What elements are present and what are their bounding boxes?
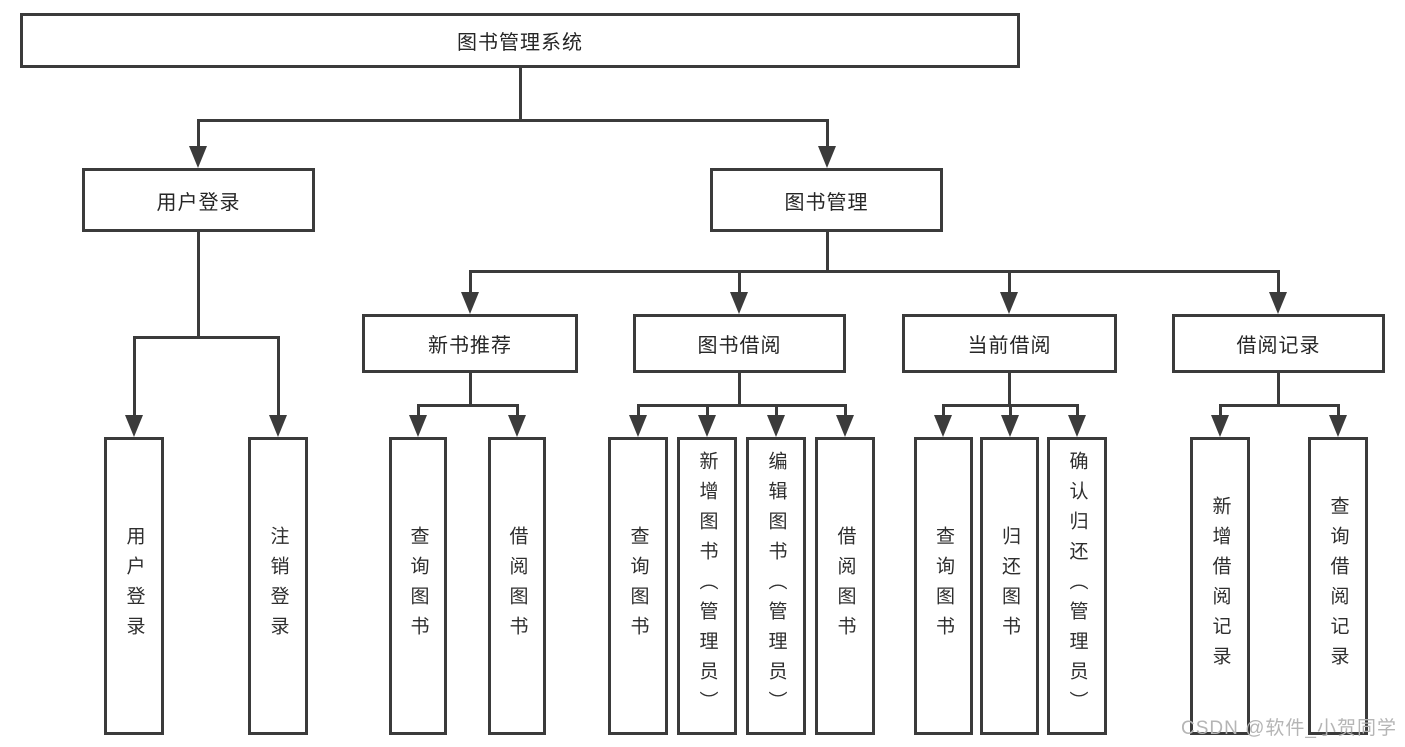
- leaf-borrow-borrow-books-label: 借阅图书: [834, 526, 856, 646]
- arrow-down-icon-current-borrowing: [1000, 292, 1018, 314]
- leaf-borrow-borrow-books: 借阅图书: [815, 437, 875, 735]
- arrow-down-icon-cb-return: [1001, 415, 1019, 437]
- connector-current-borrow-trunk: [1008, 373, 1011, 406]
- arrow-down-icon-bb-add: [698, 415, 716, 437]
- connector-book-management-trunk: [826, 232, 829, 273]
- arrow-down-icon-bb-edit: [767, 415, 785, 437]
- leaf-newbook-borrow-books: 借阅图书: [488, 437, 546, 735]
- leaf-add-books-admin-label: 新增图书（管理员）: [696, 451, 718, 721]
- leaf-newbook-query-books: 查询图书: [389, 437, 447, 735]
- connector-stem-cb-return: [1009, 404, 1012, 417]
- connector-stem-bb-borrow: [844, 404, 847, 417]
- connector-stem-bb-query: [637, 404, 640, 417]
- leaf-return-books-label: 归还图书: [999, 526, 1020, 646]
- connector-new-book-trunk: [469, 373, 472, 406]
- leaf-add-borrow-record-label: 新增借阅记录: [1209, 496, 1231, 676]
- arrow-down-icon-bb-borrow: [836, 415, 854, 437]
- leaf-query-borrow-record-label: 查询借阅记录: [1327, 496, 1349, 676]
- leaf-user-login: 用户登录: [104, 437, 164, 735]
- connector-user-login-crossbar: [133, 336, 279, 339]
- leaf-borrow-query-books: 查询图书: [608, 437, 668, 735]
- leaf-add-borrow-record: 新增借阅记录: [1190, 437, 1250, 735]
- arrow-down-icon-leaf-user-login: [125, 415, 143, 437]
- arrow-down-icon-new-book-recommend: [461, 292, 479, 314]
- arrow-down-icon-user-login: [189, 146, 207, 168]
- leaf-logout: 注销登录: [248, 437, 308, 735]
- arrow-down-icon-bb-query: [629, 415, 647, 437]
- connector-borrow-records-trunk: [1277, 373, 1280, 406]
- node-current-borrowing-label: 当前借阅: [967, 335, 1052, 357]
- node-new-book-recommend: 新书推荐: [362, 314, 578, 373]
- arrow-down-icon-borrowing-records: [1269, 292, 1287, 314]
- leaf-borrow-query-books-label: 查询图书: [627, 526, 649, 646]
- node-new-book-recommend-label: 新书推荐: [428, 335, 512, 357]
- connector-stem-br-add: [1219, 404, 1222, 417]
- node-current-borrowing: 当前借阅: [902, 314, 1117, 373]
- arrow-down-icon-newbook-query: [409, 415, 427, 437]
- node-book-borrowing: 图书借阅: [633, 314, 846, 373]
- connector-book-borrow-trunk: [738, 373, 741, 406]
- connector-stem-br-query: [1337, 404, 1340, 417]
- leaf-user-login-label: 用户登录: [123, 526, 145, 646]
- connector-stem-book-borrowing: [738, 270, 741, 293]
- connector-root-trunk: [519, 68, 522, 121]
- node-user-login-label: 用户登录: [156, 191, 241, 214]
- node-borrowing-records-label: 借阅记录: [1236, 335, 1321, 357]
- node-user-login: 用户登录: [82, 168, 315, 232]
- arrow-down-icon-br-query: [1329, 415, 1347, 437]
- connector-stem-book-management: [826, 119, 829, 147]
- leaf-current-query-books-label: 查询图书: [933, 526, 954, 646]
- connector-stem-bb-edit: [775, 404, 778, 417]
- connector-stem-newbook-borrow: [516, 404, 519, 417]
- connector-stem-new-book-recommend: [469, 270, 472, 293]
- connector-stem-cb-query: [942, 404, 945, 417]
- arrow-down-icon-cb-confirm: [1068, 415, 1086, 437]
- leaf-newbook-query-books-label: 查询图书: [407, 526, 429, 646]
- arrow-down-icon-book-borrowing: [730, 292, 748, 314]
- connector-borrow-records-crossbar: [1219, 404, 1339, 407]
- arrow-down-icon-leaf-logout: [269, 415, 287, 437]
- leaf-add-books-admin: 新增图书（管理员）: [677, 437, 737, 735]
- connector-book-borrow-crossbar: [637, 404, 846, 407]
- watermark: CSDN @软件_小贺同学: [1181, 718, 1397, 739]
- leaf-edit-books-admin-label: 编辑图书（管理员）: [765, 451, 787, 721]
- leaf-query-borrow-record: 查询借阅记录: [1308, 437, 1368, 735]
- node-book-management: 图书管理: [710, 168, 943, 232]
- connector-book-management-crossbar: [469, 270, 1279, 273]
- leaf-return-books: 归还图书: [980, 437, 1039, 735]
- node-book-borrowing-label: 图书借阅: [697, 335, 782, 357]
- leaf-logout-label: 注销登录: [267, 526, 289, 646]
- connector-root-crossbar: [197, 119, 829, 122]
- node-root: 图书管理系统: [20, 13, 1020, 68]
- arrow-down-icon-newbook-borrow: [508, 415, 526, 437]
- connector-stem-leaf-logout: [277, 336, 280, 416]
- leaf-confirm-return-admin: 确认归还（管理员）: [1047, 437, 1107, 735]
- node-book-management-label: 图书管理: [784, 191, 869, 214]
- leaf-newbook-borrow-books-label: 借阅图书: [506, 526, 528, 646]
- node-root-label: 图书管理系统: [457, 32, 583, 54]
- connector-stem-current-borrowing: [1008, 270, 1011, 293]
- connector-stem-bb-add: [706, 404, 709, 417]
- connector-stem-borrowing-records: [1277, 270, 1280, 293]
- leaf-edit-books-admin: 编辑图书（管理员）: [746, 437, 806, 735]
- connector-user-login-trunk: [197, 232, 200, 338]
- node-borrowing-records: 借阅记录: [1172, 314, 1385, 373]
- arrow-down-icon-br-add: [1211, 415, 1229, 437]
- leaf-current-query-books: 查询图书: [914, 437, 973, 735]
- leaf-confirm-return-admin-label: 确认归还（管理员）: [1066, 451, 1088, 721]
- connector-stem-cb-confirm: [1076, 404, 1079, 417]
- connector-stem-newbook-query: [417, 404, 420, 417]
- arrow-down-icon-cb-query: [934, 415, 952, 437]
- connector-new-book-crossbar: [417, 404, 518, 407]
- connector-stem-user-login: [197, 119, 200, 147]
- arrow-down-icon-book-management: [818, 146, 836, 168]
- connector-stem-leaf-user-login: [133, 336, 136, 416]
